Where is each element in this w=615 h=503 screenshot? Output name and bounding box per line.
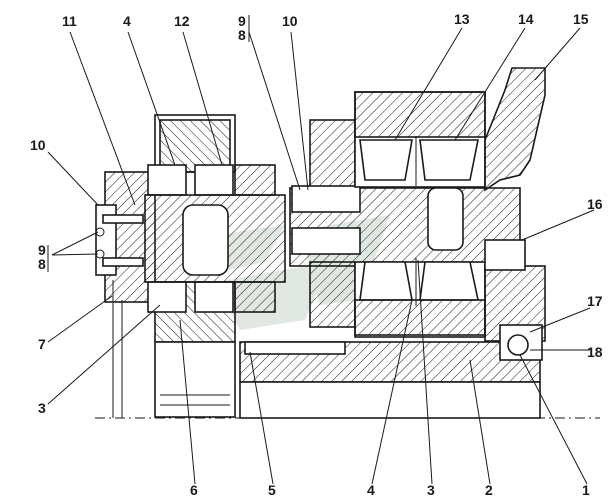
callout-labels: 11 4 12 9 8 10 13 14 15 10 16 9 8 7 17 1… [30, 11, 603, 498]
callout-14: 14 [518, 11, 534, 27]
callout-18: 18 [587, 344, 603, 360]
callout-10-left: 10 [30, 137, 46, 153]
callout-10-top: 10 [282, 13, 298, 29]
callout-13: 13 [454, 11, 470, 27]
callout-5: 5 [268, 482, 276, 498]
callout-2: 2 [485, 482, 493, 498]
callout-8-left: 8 [38, 256, 46, 272]
callout-3-bottom: 3 [427, 482, 435, 498]
callout-7: 7 [38, 336, 46, 352]
callout-4-bottom: 4 [367, 482, 375, 498]
left-flange-hub [95, 171, 156, 303]
callout-15: 15 [573, 11, 589, 27]
callout-8-top: 8 [238, 27, 246, 43]
gear-lower [147, 281, 236, 418]
callout-9-top: 9 [238, 13, 246, 29]
callout-4-top: 4 [123, 13, 131, 29]
leader-lines [47, 27, 595, 485]
callout-12: 12 [174, 13, 190, 29]
roller-bearing-upper [354, 91, 486, 188]
carrier-body [289, 119, 521, 328]
roller-bearing-lower [354, 258, 486, 338]
callout-16: 16 [587, 196, 603, 212]
callout-17: 17 [587, 293, 603, 309]
callout-1: 1 [582, 482, 590, 498]
callout-11: 11 [62, 13, 77, 29]
callout-3-left: 3 [38, 400, 46, 416]
callout-6: 6 [190, 482, 198, 498]
callout-9-left: 9 [38, 242, 46, 258]
central-shaft [144, 164, 286, 313]
